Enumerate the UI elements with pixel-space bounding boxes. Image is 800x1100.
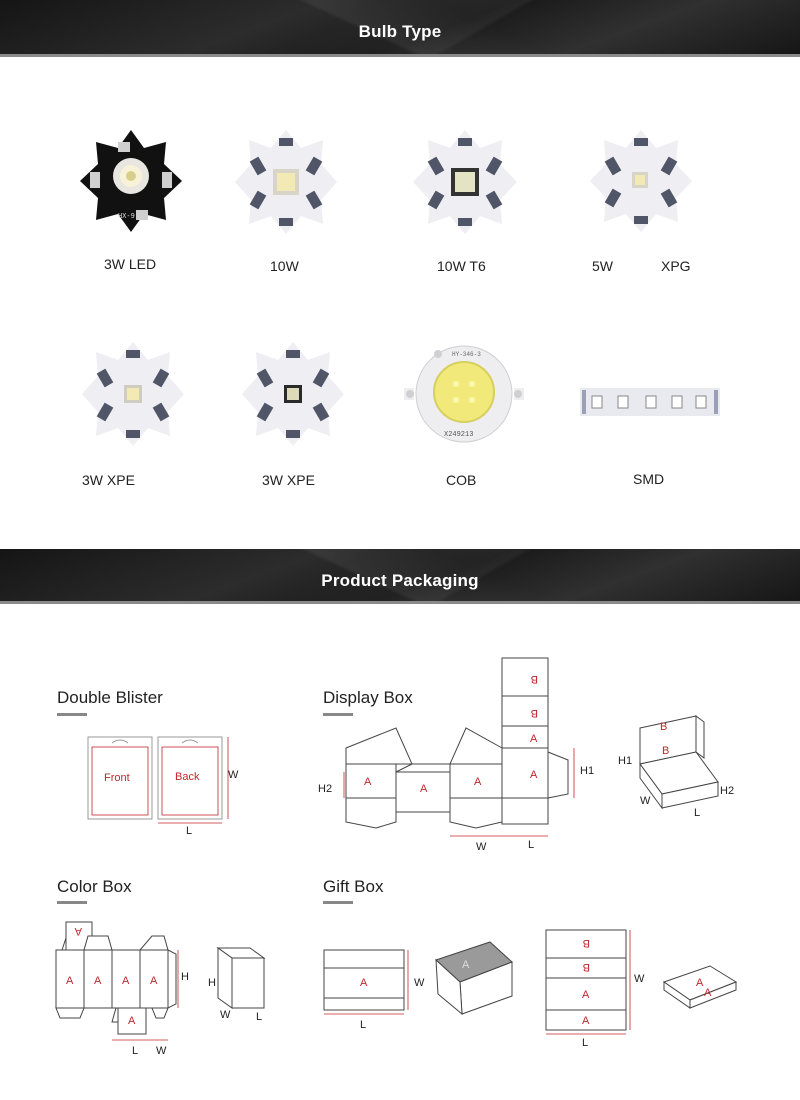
svg-text:L: L — [186, 825, 192, 837]
svg-text:H2: H2 — [720, 785, 734, 797]
bulb-label-3w-xpe-2: 3W XPE — [262, 472, 315, 488]
svg-text:A: A — [128, 1015, 136, 1027]
svg-text:A: A — [364, 776, 372, 788]
bulb-cob-image: HY-346-3 X249213 — [404, 344, 524, 449]
svg-text:B: B — [583, 961, 590, 973]
bulb-3w-led-image: HX-9 — [78, 128, 184, 239]
svg-text:A: A — [360, 977, 368, 989]
svg-text:A: A — [74, 925, 82, 937]
svg-text:Front: Front — [104, 772, 130, 784]
svg-text:Back: Back — [175, 771, 200, 783]
svg-text:H1: H1 — [580, 765, 594, 777]
color-box-dieline: A A A A A A H L W — [52, 918, 202, 1065]
bulb-10w-t6-image — [411, 128, 519, 241]
bulb-smd-image — [580, 384, 720, 425]
svg-text:HY-346-3: HY-346-3 — [452, 351, 481, 358]
svg-text:L: L — [132, 1045, 138, 1057]
double-blister-title: Double Blister — [57, 688, 163, 707]
bulb-label-cob: COB — [446, 472, 477, 488]
bulb-3w-xpe-image — [240, 340, 346, 453]
svg-text:L: L — [582, 1037, 588, 1049]
svg-text:H2: H2 — [318, 783, 332, 795]
double-blister-underline — [57, 713, 87, 716]
svg-text:L: L — [256, 1011, 262, 1023]
bulb-label-3w-led: 3W LED — [104, 256, 157, 272]
display-box-dieline: B B A A A A A H2 H1 W L — [316, 652, 606, 862]
svg-text:HX-9: HX-9 — [118, 213, 135, 221]
svg-text:L: L — [360, 1019, 366, 1031]
svg-text:A: A — [66, 975, 74, 987]
svg-text:A: A — [530, 769, 538, 781]
display-box-3d: B B H1 H2 W L — [614, 712, 744, 827]
bulb-label-smd: SMD — [633, 471, 665, 487]
color-box-title: Color Box — [57, 877, 132, 896]
svg-text:B: B — [583, 937, 590, 949]
banner-bulb-type: Bulb Type — [0, 0, 800, 57]
display-box-title: Display Box — [323, 688, 413, 707]
section-title-product-packaging: Product Packaging — [321, 571, 479, 590]
svg-text:L: L — [528, 839, 534, 851]
double-blister-diagram: Front Back W L — [84, 733, 254, 843]
svg-text:W: W — [634, 973, 645, 985]
section-title-bulb-type: Bulb Type — [358, 22, 442, 41]
svg-text:B: B — [662, 745, 669, 757]
display-box-underline — [323, 713, 353, 716]
svg-text:H: H — [181, 971, 189, 983]
svg-text:A: A — [462, 959, 470, 971]
svg-text:W: W — [156, 1045, 167, 1057]
gift-box-3d-open: A — [430, 936, 526, 1023]
svg-text:H1: H1 — [618, 755, 632, 767]
svg-text:A: A — [420, 783, 428, 795]
svg-text:W: W — [414, 977, 425, 989]
svg-text:A: A — [474, 776, 482, 788]
svg-text:A: A — [704, 987, 712, 999]
banner-product-packaging: Product Packaging — [0, 549, 800, 604]
svg-text:W: W — [220, 1009, 231, 1021]
svg-text:X249213: X249213 — [444, 431, 473, 439]
bulb-3w-xpe-image — [80, 340, 186, 453]
svg-text:B: B — [531, 673, 538, 685]
svg-text:W: W — [476, 841, 487, 853]
bulb-5w-xpg-image — [588, 128, 694, 239]
bulb-10w-image — [233, 128, 339, 241]
svg-text:A: A — [696, 977, 704, 989]
bulb-label-10w-t6: 10W T6 — [437, 258, 486, 274]
gift-box-underline — [323, 901, 353, 904]
color-box-3d: H W L — [204, 942, 280, 1029]
gift-box-dieline-b: B B A A W L — [540, 924, 650, 1055]
svg-text:H: H — [208, 977, 216, 989]
bulb-label-5w: 5W — [592, 258, 613, 274]
svg-text:B: B — [660, 721, 667, 733]
bulb-label-xpg: XPG — [661, 258, 691, 274]
svg-text:W: W — [640, 795, 651, 807]
svg-text:B: B — [531, 707, 538, 719]
svg-text:A: A — [122, 975, 130, 987]
svg-text:A: A — [530, 733, 538, 745]
svg-text:A: A — [150, 975, 158, 987]
svg-text:A: A — [582, 989, 590, 1001]
svg-text:W: W — [228, 769, 239, 781]
bulb-label-3w-xpe-1: 3W XPE — [82, 472, 135, 488]
gift-box-3d-closed: A A — [660, 962, 744, 1017]
gift-box-title: Gift Box — [323, 877, 384, 896]
svg-text:L: L — [694, 807, 700, 819]
svg-text:A: A — [94, 975, 102, 987]
svg-text:A: A — [582, 1015, 590, 1027]
bulb-label-10w: 10W — [270, 258, 299, 274]
color-box-underline — [57, 901, 87, 904]
gift-box-dieline: A W L — [318, 944, 428, 1039]
